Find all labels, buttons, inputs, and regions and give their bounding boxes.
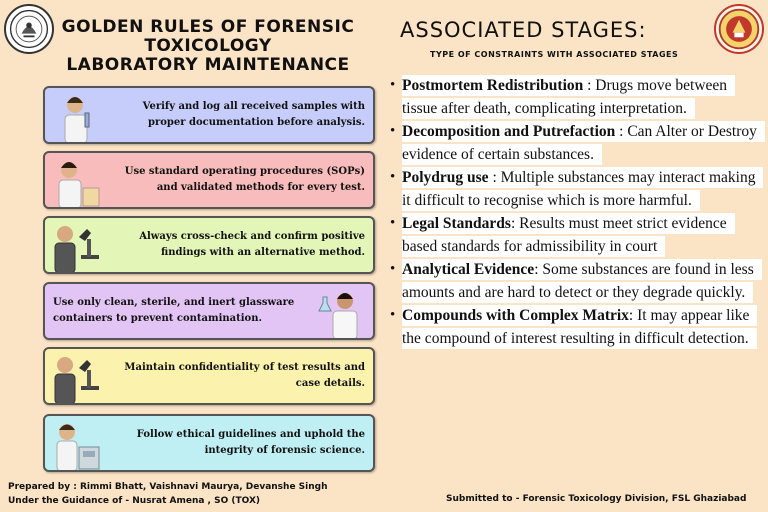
stage-description: : Some substances are found in less amou… xyxy=(402,261,754,301)
rule-text: Maintain confidentiality of test results… xyxy=(124,362,365,389)
stage-name: Postmortem Redistribution xyxy=(402,77,584,94)
title-line-2: Toxicology xyxy=(144,36,272,56)
state-emblem-icon xyxy=(4,4,54,54)
stages-list: • Postmortem Redistribution : Drugs move… xyxy=(388,74,765,350)
submitted-to: Submitted to - Forensic Toxicology Divis… xyxy=(446,494,747,504)
scientist-with-test-tube-icon xyxy=(49,154,101,207)
stage-name: Polydrug use xyxy=(402,169,489,186)
bullet-icon: • xyxy=(390,307,396,323)
title-line-3: Laboratory Maintenance xyxy=(66,55,350,75)
bullet-icon: • xyxy=(390,261,396,277)
stage-name: Analytical Evidence xyxy=(402,261,535,278)
stage-description: : Can Alter or Destroy evidence of certa… xyxy=(402,123,757,163)
rule-text: Use standard operating procedures (SOPs)… xyxy=(124,166,365,193)
rule-text: Always cross-check and confirm positive … xyxy=(139,231,365,258)
rule-card-cross-check: Always cross-check and confirm positive … xyxy=(43,216,375,274)
rule-card-confidentiality: Maintain confidentiality of test results… xyxy=(43,347,375,405)
bullet-icon: • xyxy=(390,77,396,93)
stage-item: • Polydrug use : Multiple substances may… xyxy=(388,166,764,212)
title-line-1: Golden Rules of Forensic xyxy=(61,17,355,37)
rule-card-glassware: Use only clean, sterile, and inert glass… xyxy=(43,282,375,340)
stage-item: • Legal Standards: Results must meet str… xyxy=(388,212,764,258)
stage-description: : Multiple substances may interact makin… xyxy=(402,169,756,209)
stage-item: • Compounds with Complex Matrix: It may … xyxy=(388,304,764,350)
rule-card-ethics: Follow ethical guidelines and uphold the… xyxy=(43,414,375,472)
rule-card-sops: Use standard operating procedures (SOPs)… xyxy=(43,151,375,209)
rule-text: Follow ethical guidelines and uphold the… xyxy=(136,429,365,456)
microscope-user-icon xyxy=(49,219,101,272)
prepared-by: Prepared by : Rimmi Bhatt, Vaishnavi Mau… xyxy=(8,482,328,492)
stage-description: : Drugs move between tissue after death,… xyxy=(402,77,728,117)
stage-name: Compounds with Complex Matrix xyxy=(402,307,629,324)
stage-item: • Postmortem Redistribution : Drugs move… xyxy=(388,74,764,120)
stage-name: Decomposition and Putrefaction xyxy=(402,123,616,140)
footer-credits: Prepared by : Rimmi Bhatt, Vaishnavi Mau… xyxy=(8,480,328,508)
stages-subtitle: TYPE OF CONSTRAINTS WITH ASSOCIATED STAG… xyxy=(430,50,679,59)
stages-title: ASSOCIATED STAGES: xyxy=(400,18,647,42)
lab-worker-at-equipment-icon xyxy=(49,417,101,470)
stage-item: • Decomposition and Putrefaction : Can A… xyxy=(388,120,765,166)
scientist-with-sample-icon xyxy=(49,89,101,142)
institution-crest-icon xyxy=(714,4,764,54)
scientist-holding-flask-icon xyxy=(317,285,369,338)
stage-description: : It may appear like the compound of int… xyxy=(402,307,750,347)
bullet-icon: • xyxy=(390,169,396,185)
stage-item: • Analytical Evidence: Some substances a… xyxy=(388,258,764,304)
rule-card-samples: Verify and log all received samples with… xyxy=(43,86,375,144)
microscope-user-icon xyxy=(49,350,101,403)
bullet-icon: • xyxy=(390,215,396,231)
rule-text: Verify and log all received samples with… xyxy=(142,101,365,128)
bullet-icon: • xyxy=(390,123,396,139)
rule-text: Use only clean, sterile, and inert glass… xyxy=(53,297,295,324)
guidance: Under the Guidance of - Nusrat Amena , S… xyxy=(8,496,261,506)
stage-description: : Results must meet strict evidence base… xyxy=(402,215,727,255)
stage-name: Legal Standards xyxy=(402,215,511,232)
page-title: Golden Rules of Forensic Toxicology Labo… xyxy=(58,18,358,75)
